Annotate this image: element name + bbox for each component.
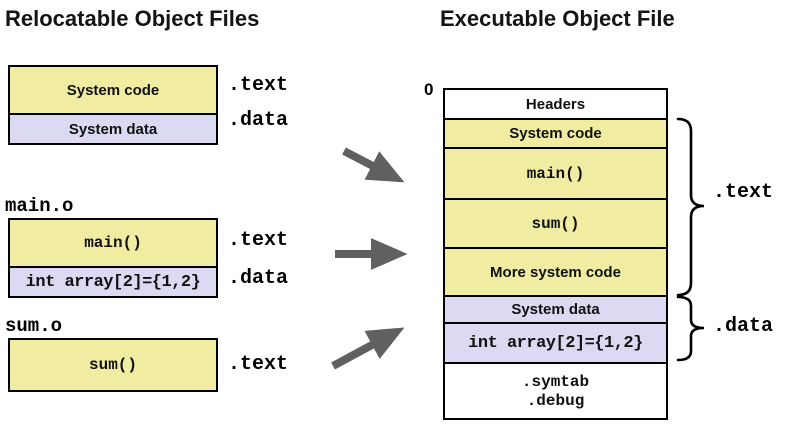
section-label: sum() bbox=[88, 356, 137, 374]
section-int-array: int array[2]={1,2} bbox=[10, 266, 216, 296]
section-more-system-code: More system code bbox=[445, 247, 666, 295]
section-symtab-debug: .symtab .debug bbox=[445, 362, 666, 418]
symtab-line: .symtab bbox=[521, 373, 590, 391]
sum-o-file-box: sum() bbox=[8, 338, 218, 392]
section-label: System code bbox=[66, 81, 160, 99]
filename-main-o: main.o bbox=[5, 195, 74, 217]
exec-text-annotation: .text bbox=[713, 181, 774, 204]
executable-object-file-box: Headers System code main() sum() More sy… bbox=[443, 88, 668, 420]
section-label: int array[2]={1,2} bbox=[25, 272, 201, 292]
data-section-annotation: .data bbox=[228, 109, 289, 132]
section-label: sum() bbox=[531, 214, 580, 233]
section-sum-function: sum() bbox=[445, 198, 666, 247]
section-system-code: System code bbox=[10, 67, 216, 113]
exec-data-annotation: .data bbox=[713, 315, 774, 338]
section-label: System data bbox=[68, 120, 158, 138]
link-arrow-top-icon bbox=[342, 147, 405, 183]
section-label: main() bbox=[84, 234, 142, 252]
section-main-function: main() bbox=[445, 147, 666, 198]
debug-line: .debug bbox=[526, 392, 585, 410]
main-o-file-box: main() int array[2]={1,2} bbox=[8, 218, 218, 298]
section-label: int array[2]={1,2} bbox=[468, 333, 643, 353]
text-sections-brace-icon bbox=[676, 117, 705, 297]
section-headers: Headers bbox=[445, 90, 666, 118]
section-sum-function: sum() bbox=[10, 340, 216, 390]
right-column-title: Executable Object File bbox=[440, 6, 675, 31]
section-main-function: main() bbox=[10, 220, 216, 266]
text-section-annotation: .text bbox=[228, 229, 289, 252]
section-system-code: System code bbox=[445, 118, 666, 147]
section-label: More system code bbox=[490, 263, 621, 281]
address-zero-label: 0 bbox=[424, 80, 434, 99]
data-section-annotation: .data bbox=[228, 267, 289, 290]
section-system-data: System data bbox=[445, 295, 666, 322]
section-label: main() bbox=[526, 164, 585, 183]
section-label: Headers bbox=[525, 95, 586, 113]
system-object-file-box: System code System data bbox=[8, 65, 218, 145]
left-column-title: Relocatable Object Files bbox=[5, 6, 260, 31]
text-section-annotation: .text bbox=[228, 74, 289, 97]
section-system-data: System data bbox=[10, 113, 216, 143]
text-section-annotation: .text bbox=[228, 353, 289, 376]
data-sections-brace-icon bbox=[676, 295, 705, 362]
link-arrow-bottom-icon bbox=[331, 327, 405, 370]
section-label: System data bbox=[511, 301, 600, 318]
section-int-array: int array[2]={1,2} bbox=[445, 322, 666, 362]
section-label: System code bbox=[509, 125, 602, 142]
filename-sum-o: sum.o bbox=[5, 315, 63, 337]
